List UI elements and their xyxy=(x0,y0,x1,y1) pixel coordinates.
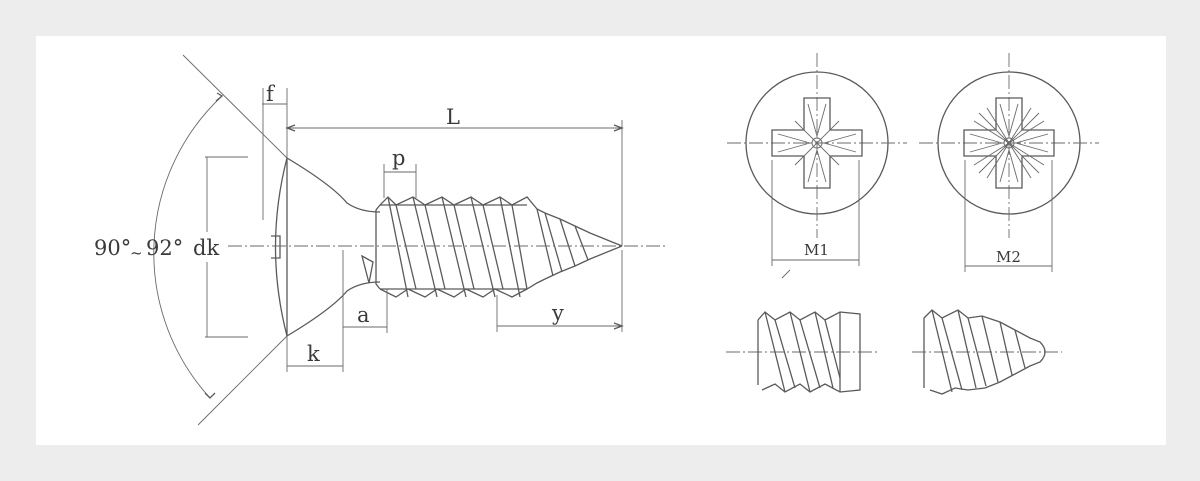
m1-recess-center xyxy=(811,137,823,149)
label-angle-tilde: ~ xyxy=(130,244,143,262)
label-a: a xyxy=(357,303,370,327)
label-L: L xyxy=(446,105,460,129)
m1-recess-shading xyxy=(777,103,857,183)
dim-y-arrow xyxy=(613,322,624,330)
label-dk: dk xyxy=(193,236,219,260)
thread-runout xyxy=(360,254,374,284)
label-angle-max: 92° xyxy=(146,236,183,260)
head-recess xyxy=(271,235,281,259)
thread-detail-flat xyxy=(726,311,878,393)
detail2-profile xyxy=(923,309,1046,395)
label-m1: M1 xyxy=(804,241,829,259)
label-p: p xyxy=(392,146,405,170)
label-angle-min: 90° xyxy=(94,236,131,260)
angle-arrow-top xyxy=(215,92,224,102)
head-dome xyxy=(274,157,288,337)
label-f: f xyxy=(266,82,276,106)
screw-side-view xyxy=(153,54,665,426)
countersink-top xyxy=(286,157,381,213)
dimension-lines xyxy=(205,88,624,372)
head-view-m1: M1 xyxy=(727,53,907,279)
thread-detail-cone xyxy=(912,309,1062,395)
angle-line-top xyxy=(182,54,288,159)
detail2-flanks xyxy=(931,309,1026,393)
dimension-labels: f L p dk 90° ~ 92° a k y xyxy=(94,82,564,366)
head-view-m2: M2 xyxy=(919,53,1099,272)
angle-arrow-bottom xyxy=(204,392,216,399)
drawing-sheet xyxy=(36,36,1166,445)
thread-start xyxy=(375,204,381,290)
dim-L-arrow-left xyxy=(285,124,296,132)
thread-flanks xyxy=(387,196,589,298)
label-y: y xyxy=(551,301,564,325)
label-k: k xyxy=(307,342,320,366)
countersink-bottom xyxy=(286,281,381,337)
angle-line-bottom xyxy=(197,335,288,426)
angle-arc xyxy=(153,95,223,399)
thread-top-profile xyxy=(379,196,623,247)
m1-leader xyxy=(781,269,791,279)
m2-recess-center xyxy=(1003,137,1015,149)
thread-bottom-profile xyxy=(379,245,623,298)
m2-star-marks xyxy=(969,103,1049,183)
dim-L-arrow-right xyxy=(613,124,624,132)
detail1-flanks xyxy=(764,311,841,393)
label-m2: M2 xyxy=(996,248,1021,266)
